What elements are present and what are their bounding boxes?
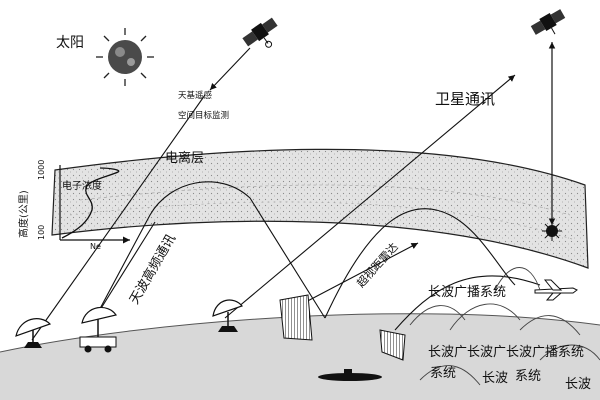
longwave-label-6: 长波: [565, 377, 592, 392]
remote-sensing-arrow: [209, 47, 251, 91]
radar-truck-icon: [79, 306, 117, 353]
height-tick-top: 1000: [37, 159, 46, 180]
satellite-dish-icon: [15, 318, 52, 348]
electron-density-inset: [59, 165, 130, 244]
longwave-label-4: 长波: [482, 371, 509, 386]
sun-label: 太阳: [56, 35, 84, 51]
skywave-hf-path: [94, 181, 326, 319]
band-texture: [79, 184, 571, 216]
longwave-waves: [419, 315, 600, 386]
submarine-icon: [318, 369, 382, 381]
target-burst-icon: [542, 221, 562, 241]
sun-icon: [96, 28, 154, 86]
height-axis-label: 高度(公里): [19, 190, 30, 238]
radar-target-path: [394, 275, 541, 331]
space-remote-sensing-label: 天基遥感: [178, 91, 213, 101]
space-target-monitoring-label: 空间目标监测: [178, 111, 230, 121]
height-tick-bottom: 100: [37, 224, 46, 240]
longwave-waves: [409, 267, 541, 331]
longwave-label-5: 系统: [515, 369, 542, 384]
radar-array-icon: [279, 294, 406, 361]
satellite-comm-link: [224, 74, 516, 319]
satellite-icon: [242, 17, 278, 48]
long-uplink: [31, 94, 206, 341]
earth-surface: [0, 313, 600, 400]
satellite-dish-icon: [212, 299, 244, 332]
density-axis-label: Ne: [90, 242, 101, 251]
ionosphere-band: [51, 148, 589, 269]
satellite-comm-label: 卫星通讯: [435, 90, 496, 108]
longwave-label-2: 长波广长波广长波广播系统: [428, 345, 585, 360]
skywave-second-hop: [324, 208, 516, 319]
longwave-label-1: 长波广播系统: [428, 285, 507, 300]
electron-density-label: 电子浓度: [62, 181, 102, 192]
satellite-icon: [530, 9, 566, 35]
longwave-label-3: 系统: [430, 366, 457, 381]
ionosphere-label: 电离层: [165, 151, 205, 166]
ohr-radar-ray: [299, 242, 419, 306]
aircraft-icon: [534, 279, 578, 301]
